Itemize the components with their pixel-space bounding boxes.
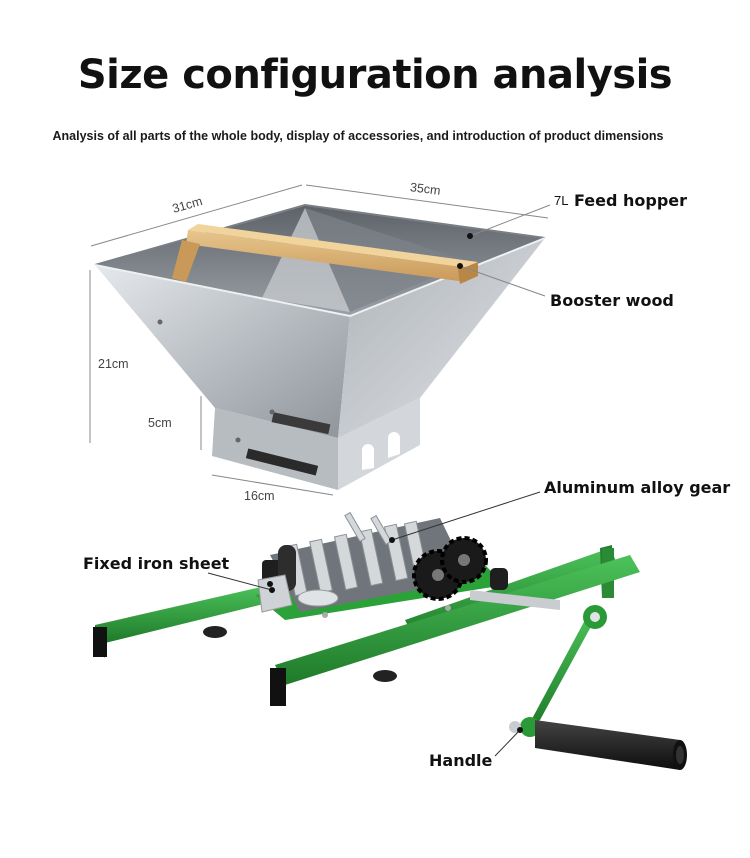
label-aluminum-alloy-gear: Aluminum alloy gear (544, 478, 731, 497)
label-handle: Handle (429, 751, 493, 770)
booster-wood (172, 224, 478, 284)
leader-lines (207, 491, 541, 757)
label-feed-hopper: Feed hopper (574, 191, 688, 210)
dimension-outlet-height: 5cm (148, 416, 172, 430)
roller-assembly (257, 511, 560, 618)
label-fixed-iron-sheet: Fixed iron sheet (83, 554, 230, 573)
label-booster-wood: Booster wood (550, 291, 674, 310)
page-subtitle: Analysis of all parts of the whole body,… (52, 129, 664, 143)
page-title: Size configuration analysis (77, 52, 673, 98)
dimension-outlet-width: 16cm (244, 489, 275, 503)
dimension-lines (89, 184, 551, 496)
hopper-volume: 7L (554, 193, 569, 208)
crank-handle (509, 605, 687, 770)
dimension-height: 21cm (98, 357, 129, 371)
